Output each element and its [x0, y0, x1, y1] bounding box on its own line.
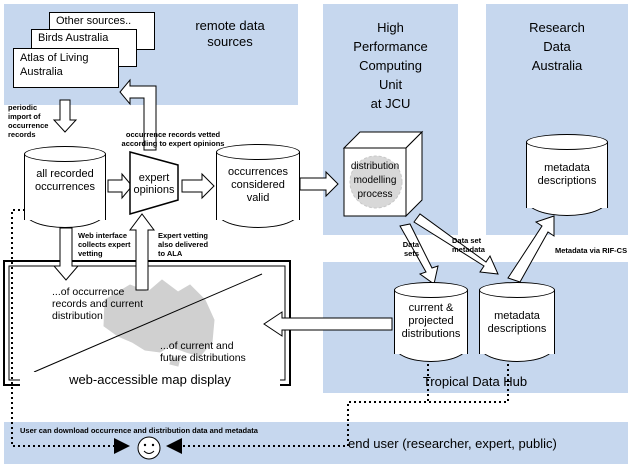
periodic-import-note: periodic import of occurrence records	[8, 103, 49, 139]
map-diagonal	[33, 273, 263, 373]
all-recorded-occurrences-store: all recorded occurrences	[24, 146, 106, 228]
arrow-to-expert	[107, 172, 133, 200]
arrow-import	[52, 99, 78, 133]
hpc-title: High Performance Computing Unit at JCU	[353, 20, 428, 111]
source-card-ala: Atlas of Living Australia	[13, 48, 119, 88]
distributions-store: current & projected distributions	[394, 282, 468, 362]
data-sets-note: Data sets	[402, 240, 419, 258]
arrow-rif-cs	[507, 215, 555, 283]
arrow-data-sets	[399, 223, 439, 285]
tdh-metadata-store: metadata descriptions	[479, 282, 555, 362]
map-display-title: web-accessible map display	[20, 372, 280, 388]
arrow-expert-to-ala	[119, 78, 157, 151]
end-user-panel	[4, 422, 628, 464]
map-lower-text: ...of current and future distributions	[160, 340, 246, 364]
arrow-to-map-display	[263, 311, 393, 337]
arrow-to-modelling	[299, 170, 339, 198]
dotted-hub-link	[428, 354, 509, 403]
dotted-user-to-occurrences	[11, 209, 130, 454]
web-interface-note: Web interface collects expert vetting	[78, 231, 131, 258]
remote-sources-title: remote data sources	[195, 18, 265, 49]
data-set-metadata-note: Data set metadata	[452, 236, 485, 254]
occurrences-considered-valid-store: occurrences considered valid	[216, 144, 300, 228]
arrow-map-to-expert	[129, 213, 155, 291]
map-upper-text: ...of occurrence records and current dis…	[52, 286, 144, 322]
end-user-title: end user (researcher, expert, public)	[348, 436, 557, 451]
metadata-rifcs-note: Metadata via RIF-CS	[555, 246, 628, 255]
rda-metadata-store: metadata descriptions	[526, 134, 608, 216]
australia-map-shape	[103, 279, 215, 367]
delivered-ala-note: Expert vetting also delivered to ALA	[158, 231, 209, 258]
modelling-cube	[342, 130, 424, 218]
expert-opinions-shape	[129, 151, 179, 215]
end-user-smiley-icon	[137, 436, 161, 460]
arrow-dataset-metadata	[413, 213, 499, 275]
arrow-to-valid	[181, 172, 215, 200]
modelling-process-label: distribution modelling process	[350, 161, 400, 200]
dotted-user-to-hub	[166, 354, 429, 454]
download-note: User can download occurrence and distrib…	[20, 426, 258, 435]
expert-opinions-label: expert opinions	[133, 172, 175, 196]
arrow-to-map	[52, 227, 80, 281]
rda-title: Research Data Australia	[529, 20, 585, 73]
vetted-note: occurrence records vetted according to e…	[121, 130, 225, 148]
tropical-data-hub-title: Tropical Data Hub	[422, 374, 528, 389]
